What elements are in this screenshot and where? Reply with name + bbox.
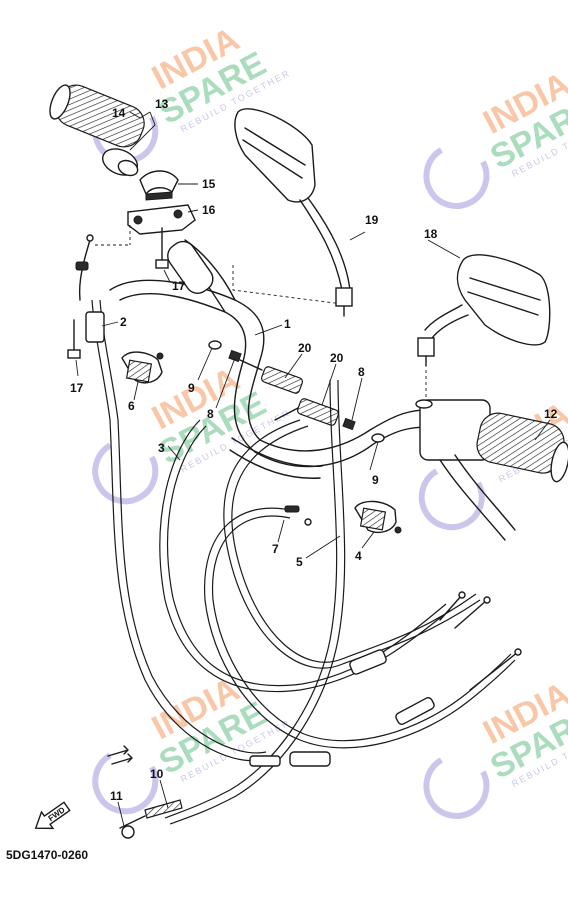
- watermark-wrench-icon: [92, 438, 159, 505]
- callout-20-left: 20: [298, 341, 312, 355]
- callout-4: 4: [355, 549, 362, 563]
- cable-sleeve-a: [349, 649, 387, 675]
- throttle-grip-12: [419, 399, 568, 541]
- nut-9-right: [371, 433, 385, 443]
- cable-sleeve-b: [395, 697, 435, 725]
- callout-9-left: 9: [188, 381, 195, 395]
- handlebar-left-end: [167, 240, 214, 294]
- cable-sleeve-d: [249, 755, 281, 767]
- watermark-mid-left: INDIA SPARE REBUILD TOGETHER: [92, 360, 292, 505]
- callout-5: 5: [296, 555, 303, 569]
- mirror-19-left: [234, 108, 353, 317]
- callout-18: 18: [424, 227, 438, 241]
- callout-11: 11: [110, 789, 123, 803]
- cable-guide-15: [139, 170, 179, 201]
- left-grip-end: [49, 84, 71, 120]
- cable-11-end: [121, 825, 135, 839]
- leader-lines: [75, 111, 551, 827]
- callout-13: 13: [155, 97, 169, 111]
- callout-16: 16: [202, 203, 216, 217]
- cable-10-adjuster: [144, 799, 183, 819]
- lever-holder-4: [354, 500, 402, 534]
- callout-19: 19: [365, 213, 379, 227]
- diagram-code: 5DG1470-0260: [6, 848, 89, 862]
- screw-17-upper: [155, 227, 169, 269]
- callout-8-left: 8: [207, 407, 214, 421]
- callout-10: 10: [150, 767, 164, 781]
- callout-7: 7: [272, 542, 279, 556]
- callout-14: 14: [112, 106, 126, 120]
- callout-15: 15: [202, 177, 216, 191]
- watermark-wrench-icon: [423, 752, 490, 819]
- adjuster-20-left: [239, 359, 304, 394]
- direction-arrows: [107, 745, 133, 765]
- watermark-top-right: INDIA SPARE REBUILD TOGETHER: [423, 65, 568, 209]
- callout-3: 3: [158, 441, 165, 455]
- nut-8-left: [228, 349, 242, 363]
- watermark-wrench-icon: [418, 464, 485, 531]
- callout-17-upper: 17: [172, 279, 186, 293]
- callout-8-right: 8: [358, 365, 365, 379]
- cable-sleeve-c: [289, 751, 331, 767]
- callout-12: 12: [544, 407, 558, 421]
- callout-labels: 14 13 15 16 17 2 17 6 1 20 20 8 9 8 9 3 …: [70, 97, 558, 803]
- adjuster-20-right: [274, 398, 340, 426]
- callout-2: 2: [120, 315, 127, 329]
- nut-9-left: [208, 340, 222, 350]
- cable-2-sleeve: [85, 311, 105, 343]
- handlebar: [109, 239, 441, 479]
- nut-8-right: [342, 417, 356, 431]
- grip-collar-inner: [117, 159, 139, 177]
- callout-9-right: 9: [372, 473, 379, 487]
- callout-1: 1: [284, 317, 291, 331]
- fwd-arrow-icon: FWD: [34, 801, 71, 830]
- mirror-18-right: [415, 254, 551, 409]
- lever-holder-6: [121, 351, 164, 384]
- cables: [75, 225, 522, 839]
- watermark-bottom-left: INDIA SPARE REBUILD TOGETHER: [92, 670, 292, 815]
- callout-17-lower: 17: [70, 381, 84, 395]
- callout-20-right: 20: [330, 351, 344, 365]
- holder-16: [127, 204, 196, 235]
- callout-6: 6: [128, 399, 135, 413]
- left-grip-14: [49, 84, 145, 177]
- watermark-wrench-icon: [423, 142, 490, 209]
- screw-17-lower: [67, 319, 81, 359]
